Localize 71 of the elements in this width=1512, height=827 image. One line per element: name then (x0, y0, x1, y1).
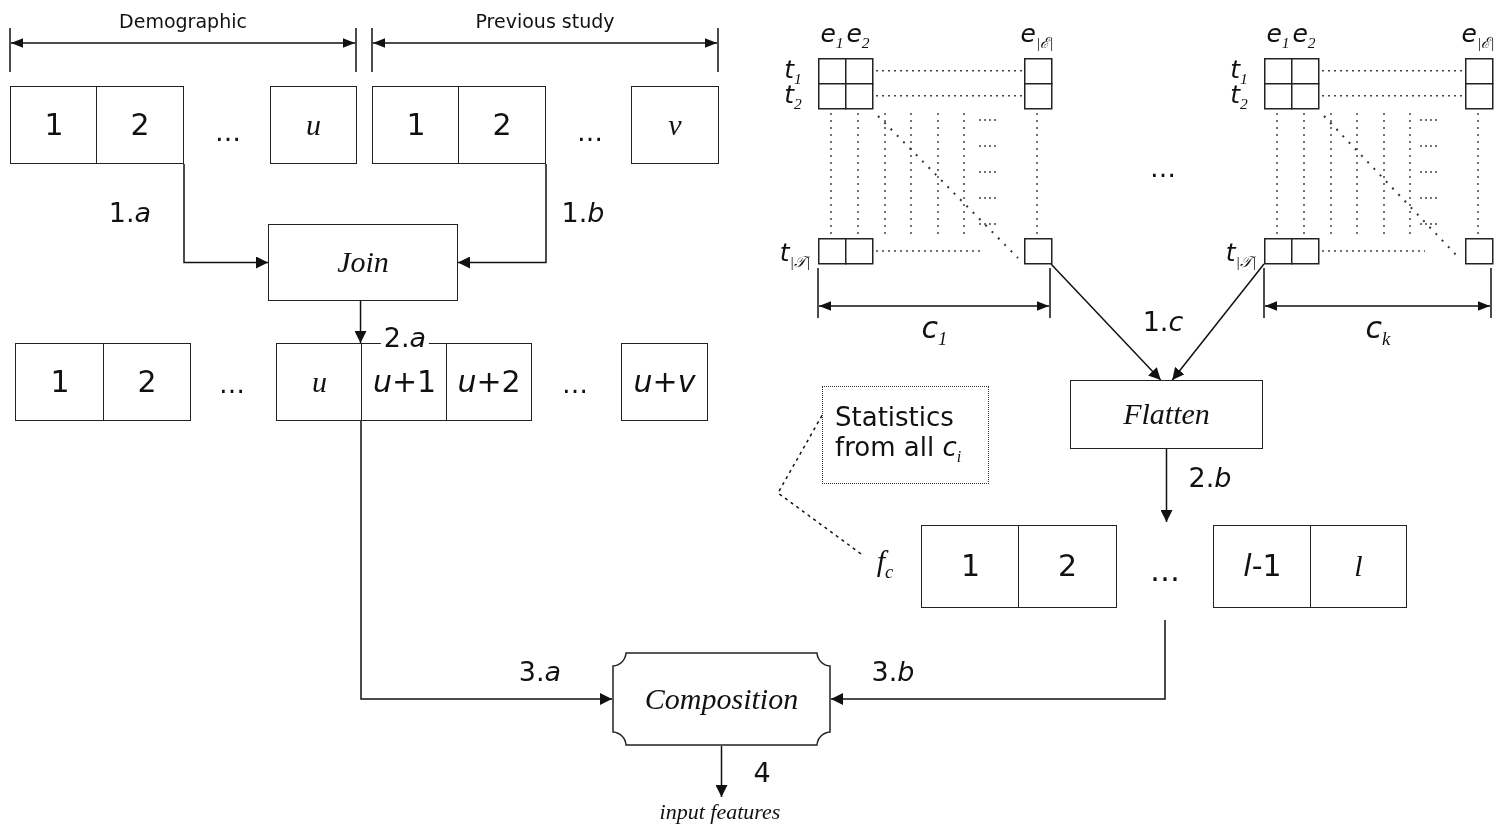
matrix-drawing (1264, 58, 1492, 264)
feature-cell (1213, 525, 1312, 608)
feature-cell (103, 343, 191, 421)
cell-value: u+2 (457, 364, 521, 400)
column-label: e$_{2}$ (1292, 20, 1316, 52)
column-label: e$_{|ℰ|}$ (1461, 20, 1495, 52)
arrow (457, 163, 547, 269)
ellipsis: … (577, 117, 603, 147)
feature-cell (458, 86, 546, 164)
process-box (268, 224, 458, 301)
cell-value: u+v (633, 364, 696, 400)
arrow (830, 619, 1166, 705)
feature-cell (621, 343, 708, 421)
feature-cell (1310, 525, 1407, 608)
symbol-label: input features (659, 799, 781, 825)
feature-cell (270, 86, 357, 164)
ellipsis: … (1150, 153, 1176, 183)
feature-cell (921, 525, 1020, 608)
feature-cell (15, 343, 105, 421)
section-heading: Previous study (475, 10, 615, 32)
feature-cell (96, 86, 184, 164)
arrow (183, 163, 269, 269)
feature-cell (10, 86, 98, 164)
ellipsis: … (219, 369, 245, 399)
column-label: e$_{1}$ (1266, 20, 1290, 52)
cell-value: 1 (406, 107, 426, 143)
column-label: e$_{2}$ (846, 20, 870, 52)
column-label: e$_{1}$ (820, 20, 844, 52)
cell-value: 2 (130, 107, 150, 143)
column-label: e$_{|ℰ|}$ (1020, 20, 1054, 52)
cell-value: u (306, 107, 321, 143)
arrow (354, 300, 367, 344)
cell-value: 1 (44, 107, 64, 143)
cell-value: v (668, 107, 682, 143)
cell-value: u (312, 364, 327, 400)
process-box (612, 652, 831, 746)
cell-value: 2 (492, 107, 512, 143)
matrix-drawing (818, 58, 1051, 264)
symbol-label: f$_{c}$ (876, 543, 894, 583)
cell-value: l (1354, 549, 1363, 584)
cell-value: u+1 (372, 364, 437, 400)
leader-line (777, 414, 863, 556)
ellipsis: … (215, 117, 241, 147)
step-name: Flatten (1123, 397, 1210, 432)
feature-cell (372, 86, 460, 164)
arrow (360, 420, 613, 705)
cell-value: l-1 (1243, 549, 1282, 584)
note-text: Statistics from all c$_{i}$ (835, 403, 963, 467)
dimension-label: c$_{k}$ (1365, 310, 1391, 350)
feature-cell (631, 86, 719, 164)
step-name: Composition (644, 681, 799, 717)
ellipsis: … (1150, 553, 1180, 589)
cell-value: 2 (137, 364, 157, 400)
ellipsis: … (562, 369, 588, 399)
feature-cell (446, 343, 532, 421)
step-name: Join (337, 245, 389, 280)
row-label: t$_{|𝒯|}$ (1225, 239, 1257, 271)
cell-value: 1 (50, 364, 70, 400)
dimension-label: c$_{1}$ (921, 310, 948, 350)
section-heading: Demographic (119, 10, 247, 32)
cell-value: 1 (960, 549, 981, 584)
arrow (1171, 263, 1265, 381)
row-label: t$_{|𝒯|}$ (779, 239, 811, 271)
feature-cell (1018, 525, 1117, 608)
arrow (715, 745, 728, 798)
feature-cell (276, 343, 363, 421)
arrow (1160, 448, 1173, 523)
note-box (822, 386, 989, 484)
arrow (1050, 263, 1162, 381)
process-box (1070, 380, 1263, 449)
cell-value: 2 (1057, 549, 1078, 584)
